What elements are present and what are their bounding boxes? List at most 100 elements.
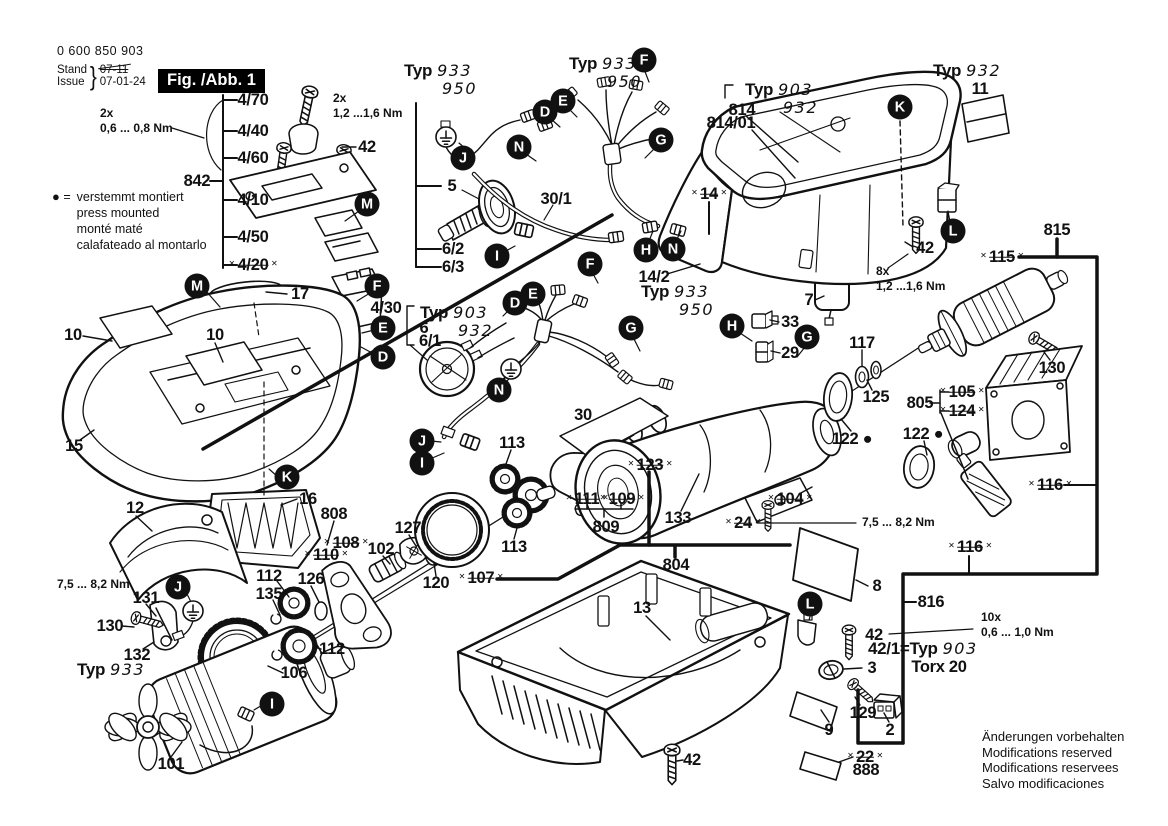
harness-30 (440, 284, 674, 452)
legend-line: calafateado al montarlo (76, 238, 207, 252)
circlip-135b (271, 649, 283, 661)
ground-symbol-icon (435, 126, 457, 148)
ring-gear-107 (414, 492, 490, 568)
ref-letter-circle: D (532, 99, 558, 125)
part-label: 24 (734, 515, 752, 532)
part-label: 131 (132, 588, 160, 607)
part-label: 126 (297, 569, 325, 588)
ref-letter-circle: G (794, 324, 820, 350)
part-label: 816 (917, 592, 945, 611)
armature-115 (917, 267, 1069, 357)
part-label: 888 (852, 760, 880, 779)
part-label: 6 (419, 318, 429, 337)
issue-date: 07-01-24 (99, 76, 146, 88)
block-4-20 (324, 232, 379, 262)
part-label: 101 (157, 754, 185, 773)
part-label: 129 (849, 703, 877, 722)
part-label: 130 (96, 616, 124, 635)
washers-117-125 (854, 360, 882, 389)
pad-10-left (99, 305, 173, 349)
part-label: 116 (1037, 477, 1063, 494)
ref-letter-circle: F (631, 47, 657, 73)
connector-29 (755, 340, 774, 363)
part-label: 133 (664, 508, 692, 527)
part-label: 127 (394, 518, 422, 537)
ref-letter-circle: K (887, 94, 913, 120)
footer-line: Modifications reservees (982, 760, 1119, 775)
part-label: 10 (206, 325, 224, 344)
ref-letter-circle: N (660, 236, 686, 262)
ref-letter-circle: H (719, 313, 745, 339)
part-label: 42 (683, 750, 701, 769)
part-label: 809 (592, 517, 620, 536)
part-label: 6/3 (441, 257, 465, 276)
part-label: 42 (916, 238, 934, 257)
part-label: 842 (183, 171, 211, 190)
latch-part-L (937, 182, 960, 213)
part-label: 30 (574, 405, 592, 424)
connector-33 (751, 310, 779, 329)
footer-line: Modifications reserved (982, 744, 1113, 760)
spindle-5 (437, 179, 516, 242)
brace-glyph: } (89, 61, 97, 91)
knob-4-40 (288, 123, 319, 155)
cable-clamp-131 (129, 600, 194, 651)
ref-letter-circle: I (409, 450, 435, 476)
plate-8 (792, 527, 859, 602)
washer-126 (314, 601, 328, 621)
part-label: 120 (422, 573, 450, 592)
ref-letter-circle: L (940, 218, 966, 244)
nut-132 (160, 635, 172, 647)
part-label: 14/2 (638, 267, 670, 286)
ref-letter-circle: E (370, 315, 396, 341)
ref-letter-circle: G (648, 127, 674, 153)
part-label: 4/40 (237, 121, 269, 140)
part-label: 4/50 (237, 227, 269, 246)
document-part-number: 0 600 850 903 (57, 44, 144, 58)
part-label: 135 (255, 584, 283, 603)
motor-housing-814 (657, 70, 1010, 286)
part-label: 42 (358, 137, 376, 156)
part-label: 113 (501, 537, 527, 556)
fan-101 (104, 683, 192, 771)
issue-label: Issue (57, 76, 85, 88)
ref-letter-circle: J (450, 145, 476, 171)
ref-letter-circle: N (486, 377, 512, 403)
part-label: 116 (957, 539, 983, 556)
part-label: 15 (65, 436, 83, 455)
ref-letter-circle: G (618, 315, 644, 341)
part-label: 6/2 (441, 239, 465, 258)
part-label: 4/60 (237, 148, 269, 167)
part-label: 122 ● (902, 424, 944, 443)
old-issue-date: 07-11 (99, 64, 129, 76)
part-label: 5 (447, 176, 457, 195)
ref-letter-circle: M (354, 191, 380, 217)
part-label: 108 (333, 535, 360, 552)
part-label: 11 (971, 79, 989, 98)
part-label: 124 (949, 403, 976, 420)
seal-122-right (902, 445, 936, 489)
switch-2 (873, 693, 903, 719)
part-label: 3 (867, 658, 877, 677)
issue-date-block: Stand Issue } 07-11 07-01-24 (57, 61, 146, 91)
gear-112-upper (277, 586, 311, 620)
motor-6-endview (418, 322, 515, 398)
ref-letter-circle: F (364, 273, 390, 299)
pinion-102 (368, 551, 407, 583)
clamp-under-L (797, 611, 817, 646)
circlip-135a (270, 613, 282, 625)
ring-3 (818, 659, 844, 681)
part-label: 29 (781, 343, 799, 362)
part-label: 13 (633, 598, 651, 617)
part-label: 22 (856, 749, 874, 766)
pad-10-right (185, 341, 263, 386)
part-label: 104 (777, 491, 804, 508)
part-label: 14 (700, 186, 718, 203)
